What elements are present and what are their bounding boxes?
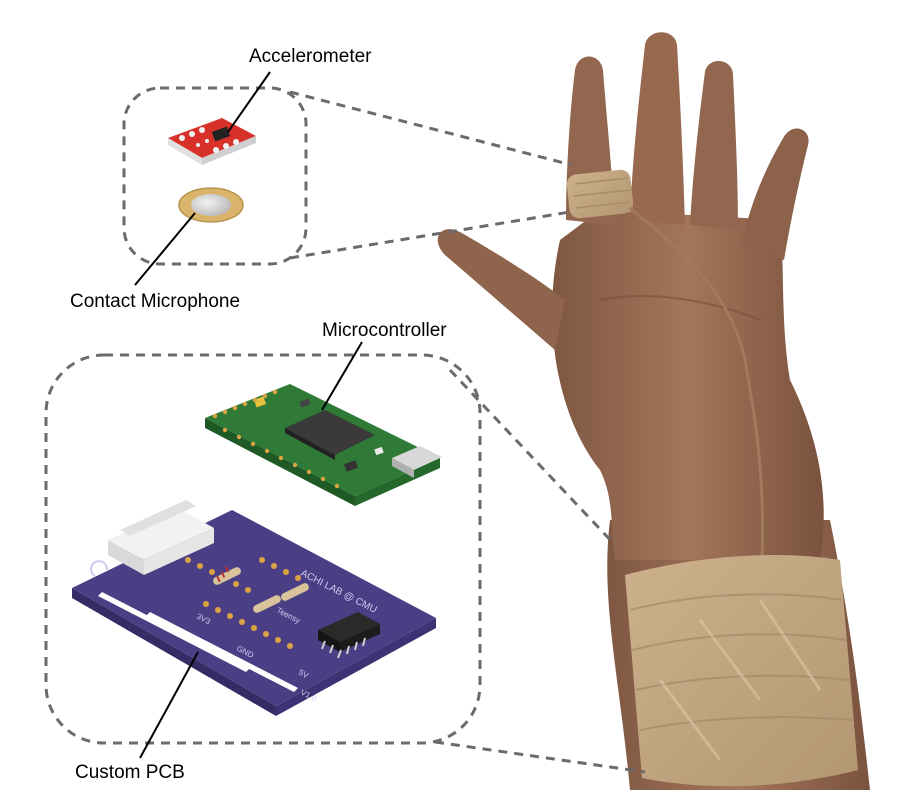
hand-photo — [437, 32, 870, 790]
jst-connector — [108, 500, 214, 575]
custom-pcb-board: ACHI LAB @ CMU Teensy 3V3 GND 5V V1.0 — [72, 500, 436, 716]
electronics-callout-line-top — [448, 368, 617, 547]
contact-microphone-label: Contact Microphone — [70, 291, 241, 312]
microcontroller-leader — [321, 341, 363, 411]
pcb-pin-5v: 5V — [297, 668, 310, 681]
sensor-callout — [122, 71, 573, 286]
sensor-callout-line-top — [289, 90, 573, 167]
ring-finger — [690, 60, 738, 230]
middle-finger — [630, 32, 685, 225]
resistors — [213, 566, 309, 613]
electronics-callout: ACHI LAB @ CMU Teensy 3V3 GND 5V V1.0 — [44, 341, 646, 774]
electronics-callout-box — [44, 353, 482, 745]
sensor-callout-box — [122, 86, 308, 266]
contact-microphone-leader — [134, 212, 196, 286]
sensor-cable — [629, 206, 765, 561]
lab-logo-icon — [90, 560, 109, 577]
finger-wrap — [566, 169, 634, 219]
little-finger — [742, 128, 809, 260]
palm — [552, 210, 824, 560]
knuckle-shading — [599, 295, 761, 321]
contact-microphone-disc — [178, 187, 244, 223]
accelerometer-label: Accelerometer — [249, 46, 372, 67]
sensor-callout-line-bottom — [289, 210, 571, 260]
microcontroller-board — [205, 384, 442, 506]
microcontroller-label: Microcontroller — [322, 320, 447, 341]
custom-pcb-leader — [139, 651, 199, 759]
ic-chip — [318, 612, 380, 659]
wrist-wrap — [625, 555, 858, 787]
accelerometer-leader — [227, 71, 271, 133]
custom-pcb-label: Custom PCB — [75, 762, 185, 783]
electronics-callout-line-bottom — [434, 740, 646, 774]
accelerometer-board — [168, 118, 256, 165]
thumb — [437, 229, 565, 350]
